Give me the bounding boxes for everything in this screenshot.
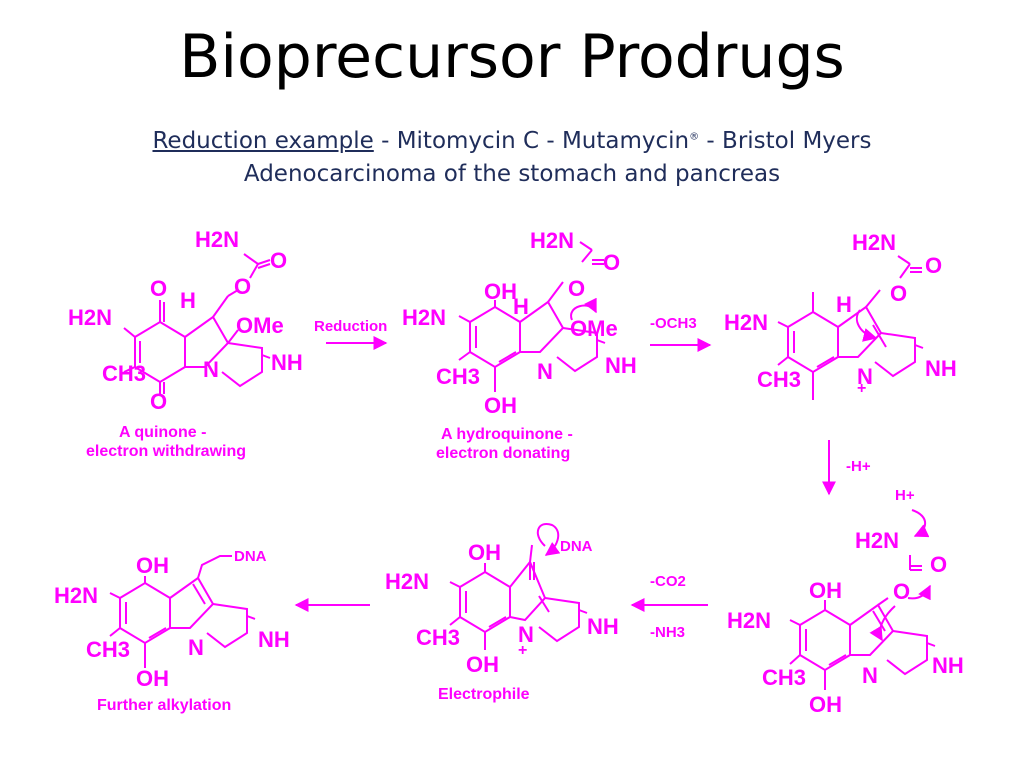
nh-label-5: NH <box>587 614 619 639</box>
aryl-h2n-5: H2N <box>385 569 429 594</box>
ch3-label-5: CH3 <box>416 625 460 650</box>
h-label-1: H <box>180 288 196 313</box>
loss-nh3-label: -NH3 <box>650 624 685 641</box>
amide-h2n-2: H2N <box>530 228 574 253</box>
quinone-caption-1: A quinone - <box>119 424 206 441</box>
amide-h2n-4: H2N <box>855 528 899 553</box>
subtitle-line-1: Reduction example - Mitomycin C - Mutamy… <box>0 128 1024 154</box>
nh-label-6: NH <box>258 627 290 652</box>
oh-bottom-6: OH <box>136 666 169 691</box>
further-alkylation-caption: Further alkylation <box>97 697 231 714</box>
hydroquinone-caption-1: A hydroquinone - <box>441 426 573 443</box>
ome-label-1: OMe <box>236 313 284 338</box>
n-label-2: N <box>537 359 553 384</box>
aryl-h2n-6: H2N <box>54 583 98 608</box>
n-label-1: N <box>203 357 219 382</box>
oh-top-6: OH <box>136 553 169 578</box>
ch3-label-6: CH3 <box>86 637 130 662</box>
amide-h2n-3: H2N <box>852 230 896 255</box>
quinone-structure: H2N O O O O H OMe H2N CH3 N NH A quinone… <box>68 227 303 460</box>
electrophile-structure: DNA OH H2N CH3 N + NH OH Electrophile <box>385 522 619 703</box>
aryl-h2n-3: H2N <box>724 310 768 335</box>
carbonyl-o-1: O <box>270 248 287 273</box>
n-label-4: N <box>862 663 878 688</box>
registered-mark: ® <box>689 131 700 143</box>
dna-label-6: DNA <box>234 548 267 565</box>
loss-co2-label: -CO2 <box>650 573 686 590</box>
ester-o-2: O <box>568 276 585 301</box>
ome-label-2: OMe <box>570 316 618 341</box>
oh-top-4: OH <box>809 578 842 603</box>
ester-o-3: O <box>890 281 907 306</box>
hydroquinone-structure: H2N O O OH H OMe H2N CH3 N NH OH A hydro… <box>402 228 637 462</box>
reduction-arrow: Reduction <box>314 318 388 350</box>
electrophile-caption: Electrophile <box>438 686 530 703</box>
carbonyl-o-3: O <box>925 253 942 278</box>
carbonyl-o-2: O <box>603 250 620 275</box>
oh-top-2: OH <box>484 279 517 304</box>
quinone-caption-2: electron withdrawing <box>86 443 246 460</box>
loss-co2-nh3-arrow: -CO2 -NH3 <box>630 573 708 641</box>
n-label-6: N <box>188 635 204 660</box>
dna-adduct-structure: DNA OH H2N CH3 N NH OH Further alkylatio… <box>54 548 290 714</box>
loss-och3-arrow: -OCH3 <box>650 315 712 352</box>
nh-label-3: NH <box>925 356 957 381</box>
iminium-structure: H2N O O H H2N CH3 N + NH <box>724 230 957 400</box>
ester-o-1: O <box>234 274 251 299</box>
loss-och3-label: -OCH3 <box>650 315 697 332</box>
loss-h-arrow: -H+ <box>822 440 871 496</box>
plus-charge-3: + <box>857 380 866 397</box>
loss-h-label: -H+ <box>846 458 871 475</box>
ch3-label-2: CH3 <box>436 364 480 389</box>
ch3-label-3: CH3 <box>757 367 801 392</box>
h-label-3: H <box>836 292 852 317</box>
nh-label-2: NH <box>605 353 637 378</box>
reduction-example-link[interactable]: Reduction example <box>152 128 374 154</box>
carbonyl-o-4: O <box>930 552 947 577</box>
oh-bottom-4: OH <box>809 692 842 717</box>
subtitle-drug: - Mitomycin C - Mutamycin <box>373 128 690 154</box>
reduction-label: Reduction <box>314 318 387 335</box>
ch3-label-4: CH3 <box>762 665 806 690</box>
slide-title: Bioprecursor Prodrugs <box>179 22 845 92</box>
quinone-o-bottom: O <box>150 389 167 414</box>
n-label-5: N <box>518 622 534 647</box>
h-label-2: H <box>513 294 529 319</box>
oh-top-5: OH <box>468 540 501 565</box>
oh-bottom-5: OH <box>466 652 499 677</box>
oh-bottom-2: OH <box>484 393 517 418</box>
hydroquinone-caption-2: electron donating <box>436 445 570 462</box>
nh-label-1: NH <box>271 350 303 375</box>
h-plus-label: H+ <box>895 487 915 504</box>
ch3-label-1: CH3 <box>102 361 146 386</box>
n-label-3: N <box>857 364 873 389</box>
subtitle-company: - Bristol Myers <box>699 128 872 154</box>
aryl-h2n-1: H2N <box>68 305 112 330</box>
plus-charge-5: + <box>518 642 527 659</box>
aryl-h2n-4: H2N <box>727 608 771 633</box>
indole-carbamate-structure: H+ H2N O O OH H2N CH3 N NH OH <box>727 487 964 717</box>
ester-o-4: O <box>893 579 910 604</box>
nh-label-4: NH <box>932 653 964 678</box>
subtitle-line-2: Adenocarcinoma of the stomach and pancre… <box>243 161 781 187</box>
amide-h2n-1: H2N <box>195 227 239 252</box>
dna-label-5: DNA <box>560 538 593 555</box>
aryl-h2n-2: H2N <box>402 305 446 330</box>
quinone-o-top: O <box>150 276 167 301</box>
